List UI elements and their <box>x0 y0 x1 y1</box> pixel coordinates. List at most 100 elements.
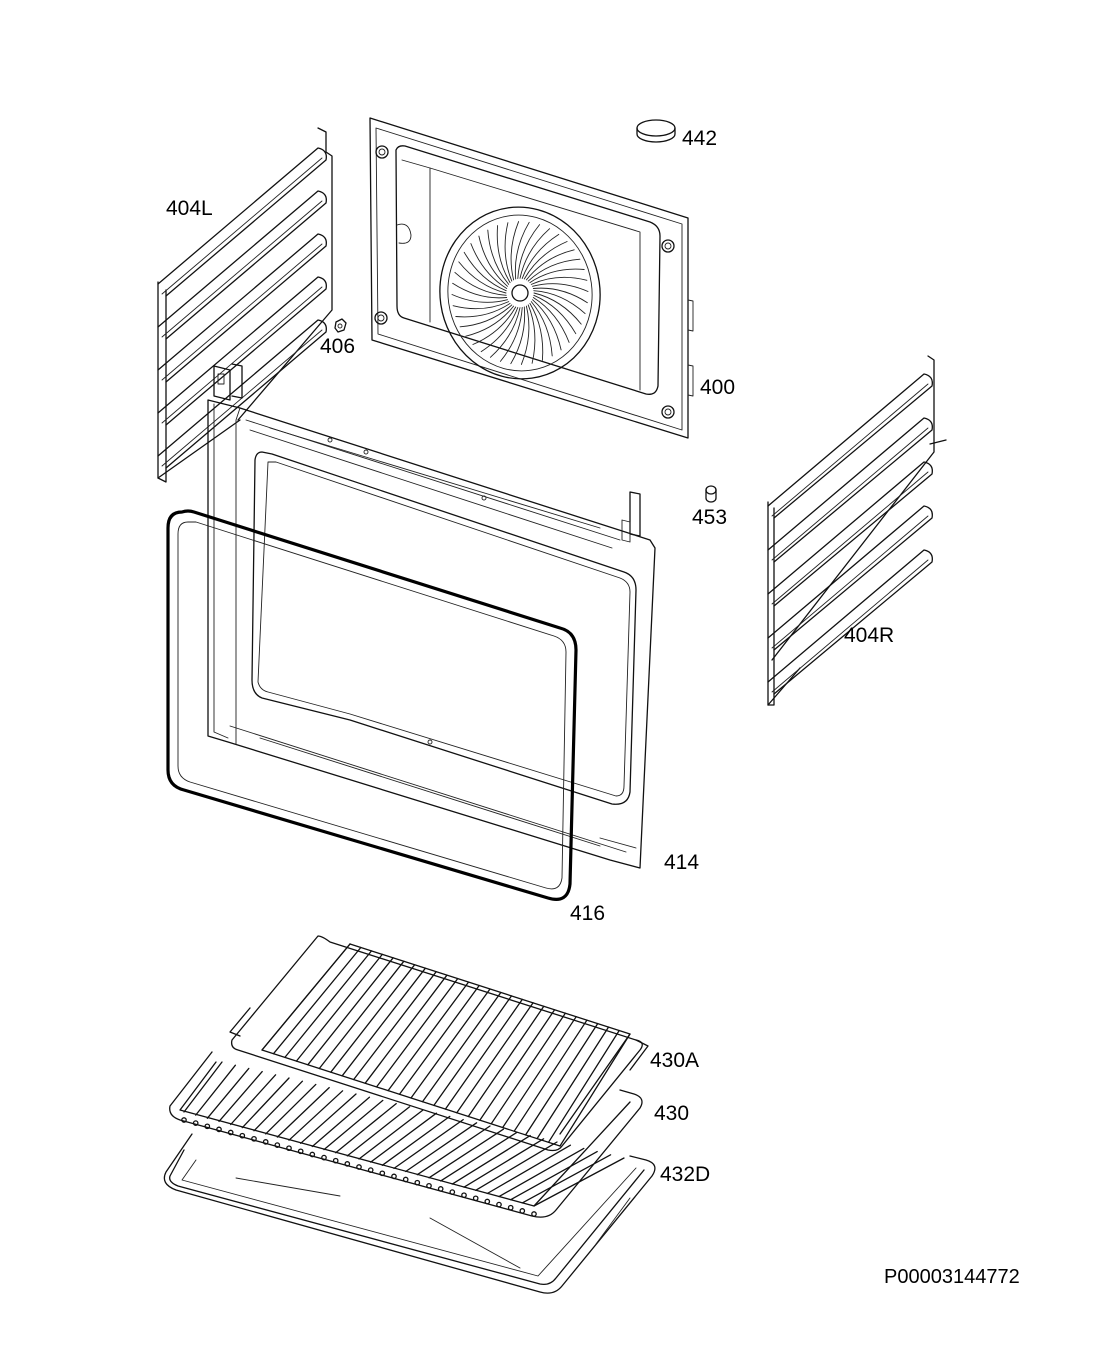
rack-bar <box>364 974 448 1084</box>
fan-slot <box>530 301 553 357</box>
part-label-432D: 432D <box>660 1163 711 1186</box>
grid-bar <box>346 1106 411 1157</box>
grid-foot <box>297 1148 304 1155</box>
shelf-rail-inner <box>771 515 929 649</box>
door-bottom-edge <box>599 837 637 849</box>
grid-bar <box>241 1077 290 1129</box>
part-label-416: 416 <box>570 902 606 925</box>
grid-bar <box>300 1093 357 1144</box>
shelf-rail-inner <box>771 471 929 605</box>
fan-slot <box>520 305 530 365</box>
fan-slot <box>533 290 586 315</box>
fan-slot <box>465 305 515 337</box>
part-label-400: 400 <box>700 376 736 399</box>
grid-bar <box>521 1154 612 1204</box>
grid-foot <box>356 1164 362 1170</box>
grid-foot <box>216 1126 222 1133</box>
baking-tray-432D-drawing <box>163 1133 656 1294</box>
shelf-rail <box>157 147 327 297</box>
part-label-404R: 404R <box>844 624 895 647</box>
grid-bar <box>218 1070 263 1123</box>
grid-foot <box>414 1179 421 1186</box>
fan-slot <box>532 283 589 292</box>
fan-slot <box>525 249 575 281</box>
grid-foot <box>391 1173 397 1180</box>
shelf-rail <box>157 233 327 383</box>
rack-bar <box>444 998 523 1110</box>
part-label-404L: 404L <box>166 197 213 220</box>
rack-bar <box>467 1005 545 1118</box>
shelf-rail-inner <box>771 383 929 517</box>
shelf-rail <box>157 276 327 426</box>
grid-foot <box>379 1170 386 1177</box>
rack-bar <box>433 995 513 1107</box>
fan-slot <box>496 225 511 284</box>
grid-foot <box>437 1186 444 1192</box>
rack-bar <box>272 946 362 1055</box>
shelf-rail <box>767 549 933 695</box>
shelf-rail-inner <box>771 427 929 561</box>
rack-bar <box>387 981 470 1092</box>
rack-bar <box>490 1012 567 1125</box>
shelf-rail <box>767 417 933 563</box>
shelf-support-404R-drawing <box>767 355 947 706</box>
grid-foot <box>484 1198 491 1205</box>
grid-foot <box>309 1151 316 1158</box>
shelf-rail-inner <box>161 286 323 424</box>
grid-bar <box>311 1096 371 1148</box>
fan-slot <box>472 306 517 345</box>
fan-slot <box>452 282 508 299</box>
grid-bar <box>335 1102 397 1154</box>
grid-foot <box>531 1211 537 1217</box>
back-panel-400-drawing <box>369 117 694 439</box>
grid-foot <box>496 1201 502 1208</box>
door-frame-414-drawing <box>207 363 656 869</box>
rack-bar <box>502 1016 577 1129</box>
shelf-rail-inner <box>161 243 323 381</box>
fan-slot <box>521 233 560 279</box>
grid-bar <box>183 1061 223 1113</box>
shelf-rail-inner <box>771 559 929 693</box>
fan-slot <box>470 243 508 289</box>
fan-slot <box>523 241 568 280</box>
fan-slot <box>527 304 536 364</box>
part-label-430: 430 <box>654 1102 690 1125</box>
rail-hook <box>929 439 947 445</box>
shelf-rail <box>157 319 327 469</box>
fan-slot <box>499 307 523 362</box>
rack-bar <box>398 984 480 1095</box>
bulb-cover-442-drawing <box>636 119 676 143</box>
grid-bar <box>206 1067 250 1119</box>
shelf-rail <box>767 505 933 651</box>
rack-bar <box>295 953 383 1062</box>
fan-slot <box>533 294 577 335</box>
grid-foot <box>192 1120 199 1126</box>
plug-453-drawing <box>705 485 717 503</box>
grid-bar <box>253 1080 304 1132</box>
rack-bar <box>375 977 459 1088</box>
fan-slot <box>510 306 526 365</box>
fan-slot <box>533 292 582 325</box>
part-label-430A: 430A <box>650 1049 700 1072</box>
rack-bar <box>318 960 405 1070</box>
fan-slot <box>514 221 530 280</box>
shelf-rail <box>767 373 933 519</box>
rack-bar <box>547 1029 620 1143</box>
rack-bar <box>261 943 351 1051</box>
grid-bar <box>358 1109 424 1160</box>
fan-slot <box>452 301 510 310</box>
rack-bar <box>341 967 427 1077</box>
fan-slot <box>455 302 511 318</box>
fan-slot <box>529 302 544 361</box>
grid-foot <box>367 1167 374 1173</box>
fan-slot <box>517 224 541 279</box>
grid-foot <box>181 1117 187 1123</box>
grid-foot <box>507 1204 514 1211</box>
part-label-406: 406 <box>320 335 356 358</box>
grid-bar <box>276 1086 330 1138</box>
grid-bar <box>265 1083 317 1135</box>
door-gasket-416-drawing <box>166 509 578 901</box>
rack-bar <box>284 950 373 1059</box>
